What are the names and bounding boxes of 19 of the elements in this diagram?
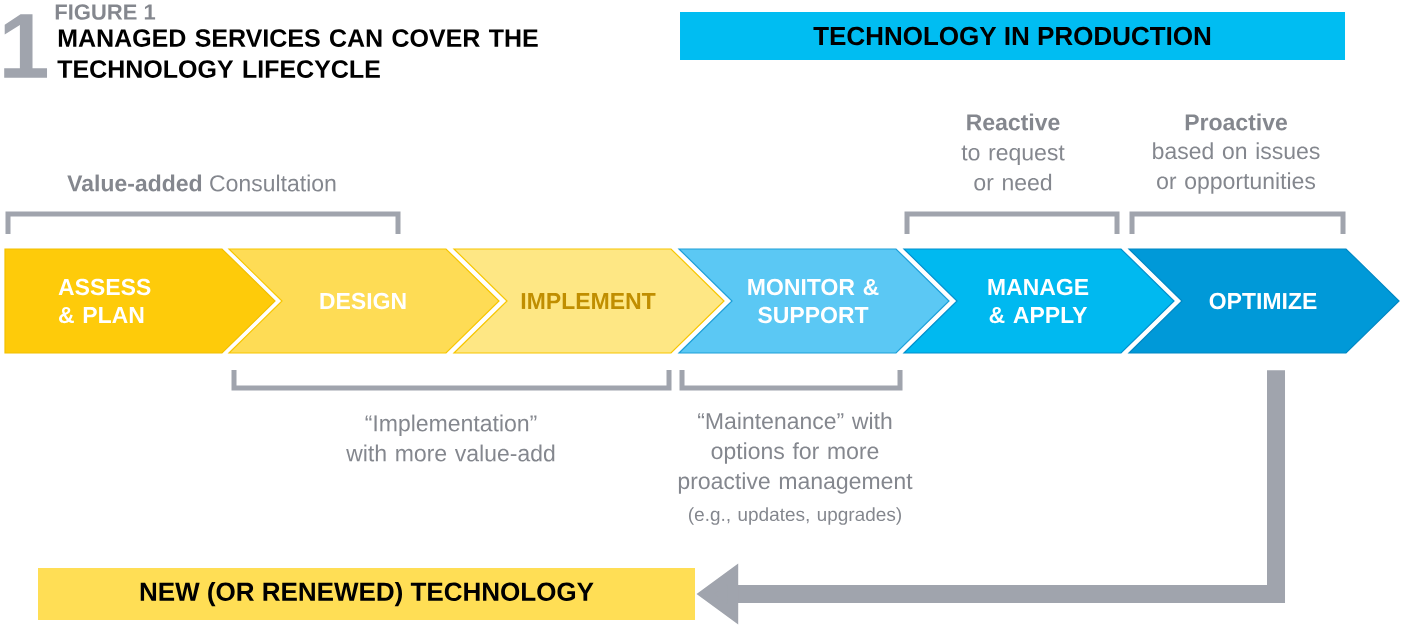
process-step: IMPLEMENT (452, 248, 725, 354)
process-step: DESIGN (227, 248, 500, 354)
process-step: ASSESS & PLAN (4, 248, 276, 354)
bracket-label: Reactive (967, 113, 1060, 131)
title: MANAGED SERVICES CAN COVER THE TECHNOLOGY LIFECYCLE (57, 29, 538, 78)
footer-band: NEW (OR RENEWED) TECHNOLOGY (38, 568, 695, 620)
bracket-label: based on issues or opportunities (1153, 142, 1320, 194)
process-step: MONITOR & SUPPORT (677, 248, 950, 354)
figure-label: FIGURE 1 (55, 4, 156, 20)
process-step: OPTIMIZE (1127, 248, 1400, 354)
bracket-label: “Maintenance” with options for more proactive management (678, 412, 913, 494)
bracket-label: to request or need (961, 145, 1065, 191)
figure-number: 1 (4, 14, 47, 78)
bracket-label: “Implementation” with more value-add (346, 414, 555, 462)
process-step: MANAGE & APPLY (902, 248, 1175, 354)
bracket-note: (e.g., updates, upgrades) (689, 507, 901, 525)
bracket-label: Value-added Consultation (67, 174, 336, 192)
header-band: TECHNOLOGY IN PRODUCTION (680, 12, 1345, 60)
bracket-label: Proactive (1185, 113, 1287, 131)
